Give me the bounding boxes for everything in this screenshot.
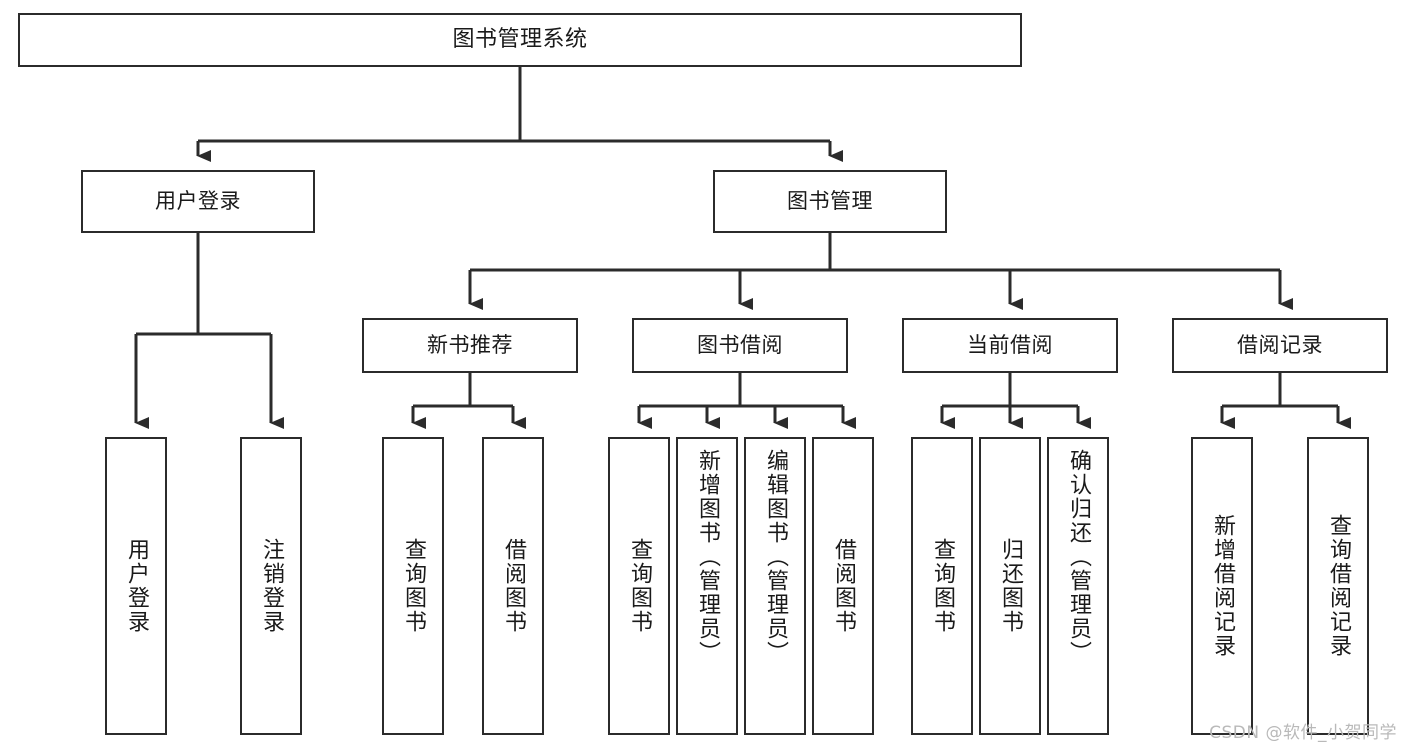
node-current-borrow[interactable]: 当前借阅	[902, 318, 1118, 373]
node-label: 图书管理系统	[452, 26, 588, 52]
node-label: 新书推荐	[427, 332, 513, 357]
leaf-record-add-record[interactable]: 新增借阅记录	[1191, 437, 1253, 735]
leaf-current-search-book[interactable]: 查询图书	[911, 437, 973, 735]
node-borrow-record[interactable]: 借阅记录	[1172, 318, 1388, 373]
node-label: 新增借阅记录	[1210, 514, 1235, 658]
node-label: 确认归还（管理员）	[1066, 449, 1091, 665]
leaf-current-return-book[interactable]: 归还图书	[979, 437, 1041, 735]
node-root-book-management-system[interactable]: 图书管理系统	[18, 13, 1022, 67]
node-label: 查询图书	[930, 538, 955, 634]
node-label: 用户登录	[155, 188, 241, 213]
leaf-record-search-record[interactable]: 查询借阅记录	[1307, 437, 1369, 735]
leaf-borrow-borrow-book[interactable]: 借阅图书	[812, 437, 874, 735]
node-label: 查询图书	[627, 538, 652, 634]
node-label: 借阅图书	[501, 538, 526, 634]
node-label: 借阅记录	[1237, 332, 1323, 357]
node-label: 注销登录	[259, 538, 284, 634]
node-label: 当前借阅	[967, 332, 1053, 357]
node-label: 用户登录	[124, 538, 149, 634]
node-label: 编辑图书（管理员）	[763, 449, 788, 665]
node-label: 图书借阅	[697, 332, 783, 357]
node-label: 查询图书	[401, 538, 426, 634]
leaf-borrow-search-book[interactable]: 查询图书	[608, 437, 670, 735]
leaf-borrow-add-book-admin[interactable]: 新增图书（管理员）	[676, 437, 738, 735]
node-book-borrow[interactable]: 图书借阅	[632, 318, 848, 373]
node-label: 借阅图书	[831, 538, 856, 634]
node-label: 新增图书（管理员）	[695, 449, 720, 665]
leaf-user-login-login[interactable]: 用户登录	[105, 437, 167, 735]
watermark-text: CSDN @软件_小贺同学	[1209, 723, 1397, 743]
node-label: 归还图书	[998, 538, 1023, 634]
node-label: 查询借阅记录	[1326, 514, 1351, 658]
leaf-borrow-edit-book-admin[interactable]: 编辑图书（管理员）	[744, 437, 806, 735]
leaf-current-confirm-return-admin[interactable]: 确认归还（管理员）	[1047, 437, 1109, 735]
leaf-new-book-borrow[interactable]: 借阅图书	[482, 437, 544, 735]
node-label: 图书管理	[787, 188, 873, 213]
leaf-new-book-search[interactable]: 查询图书	[382, 437, 444, 735]
node-book-management[interactable]: 图书管理	[713, 170, 947, 233]
node-user-login[interactable]: 用户登录	[81, 170, 315, 233]
leaf-user-login-logout[interactable]: 注销登录	[240, 437, 302, 735]
node-new-book-recommend[interactable]: 新书推荐	[362, 318, 578, 373]
